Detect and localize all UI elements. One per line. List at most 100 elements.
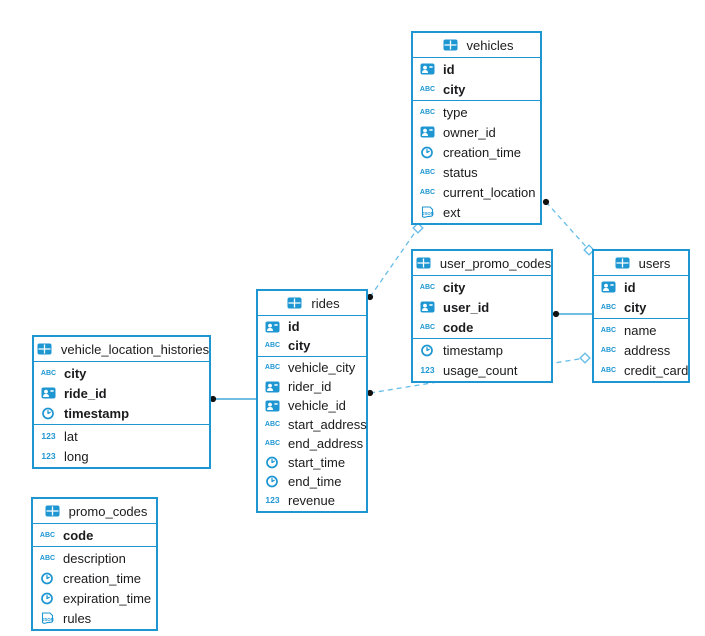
text-type-icon: ABC	[600, 326, 617, 334]
column-start_address[interactable]: ABC start_address	[258, 415, 367, 434]
text-type-icon: ABC	[419, 168, 436, 176]
timestamp-type-icon	[38, 407, 59, 420]
table-promo-codes[interactable]: promo_codes ABC code ABC description cre…	[31, 497, 158, 631]
column-credit_card[interactable]: ABC credit_card	[594, 360, 688, 380]
column-id[interactable]: id	[413, 59, 540, 79]
primary-key-section: ABC city ride_id timestamp	[34, 362, 209, 424]
column-code[interactable]: ABC code	[413, 317, 551, 337]
table-icon	[284, 297, 305, 309]
uuid-type-icon	[417, 126, 438, 138]
json-type-icon	[417, 206, 438, 219]
text-type-icon: ABC	[600, 346, 617, 354]
uuid-type-icon	[262, 321, 283, 333]
column-end_time[interactable]: end_time	[258, 472, 366, 491]
text-type-icon: ABC	[264, 440, 281, 447]
column-vehicle_city[interactable]: ABC vehicle_city	[258, 358, 366, 377]
timestamp-type-icon	[417, 146, 438, 159]
timestamp-type-icon	[262, 475, 283, 488]
column-city[interactable]: ABC city	[594, 297, 688, 317]
column-rider_id[interactable]: rider_id	[258, 377, 366, 396]
column-lat[interactable]: 123 lat	[34, 426, 209, 446]
number-type-icon: 123	[41, 430, 56, 441]
column-usage_count[interactable]: 123 usage_count	[413, 360, 551, 380]
column-description[interactable]: ABC description	[33, 548, 156, 568]
table-name: users	[638, 255, 671, 271]
table-header[interactable]: promo_codes	[33, 499, 156, 524]
table-header[interactable]: vehicle_location_histories	[34, 337, 209, 362]
relation-endpoint-dot	[552, 310, 560, 318]
text-type-icon: ABC	[39, 554, 56, 562]
uuid-type-icon	[417, 63, 438, 75]
table-icon	[34, 343, 55, 355]
column-timestamp[interactable]: timestamp	[34, 403, 209, 423]
primary-key-section: id ABC city	[413, 58, 540, 100]
text-type-icon: ABC	[419, 188, 436, 196]
uuid-type-icon	[38, 387, 59, 399]
column-owner_id[interactable]: owner_id	[413, 122, 540, 142]
primary-key-section: ABC city user_id ABC code	[413, 276, 551, 338]
column-start_time[interactable]: start_time	[258, 453, 366, 472]
json-type-icon	[37, 612, 58, 625]
column-address[interactable]: ABC address	[594, 340, 688, 360]
column-city[interactable]: ABC city	[34, 363, 209, 383]
table-vehicle-location-histories[interactable]: vehicle_location_histories ABC city ride…	[32, 335, 211, 469]
fields-section: ABC name ABC address ABC credit_card	[594, 318, 688, 381]
column-city[interactable]: ABC city	[413, 277, 551, 297]
primary-key-section: ABC code	[33, 524, 156, 546]
column-name[interactable]: ABC name	[594, 320, 688, 340]
column-ride_id[interactable]: ride_id	[34, 383, 209, 403]
relation-endpoint-dot	[542, 198, 550, 206]
column-timestamp[interactable]: timestamp	[413, 340, 551, 360]
number-type-icon: 123	[41, 450, 56, 461]
primary-key-section: id ABC city	[258, 316, 366, 356]
column-creation_time[interactable]: creation_time	[413, 142, 540, 162]
column-id[interactable]: id	[258, 317, 366, 336]
table-vehicles[interactable]: vehicles id ABC city ABC type owner_id	[411, 31, 542, 225]
column-vehicle_id[interactable]: vehicle_id	[258, 396, 366, 415]
column-id[interactable]: id	[594, 277, 688, 297]
table-header[interactable]: vehicles	[413, 33, 540, 58]
table-header[interactable]: users	[594, 251, 688, 276]
table-user-promo-codes[interactable]: user_promo_codes ABC city user_id ABC co…	[411, 249, 553, 383]
table-name: vehicle_location_histories	[60, 341, 210, 357]
timestamp-type-icon	[417, 344, 438, 357]
relation-vehicles-users[interactable]	[545, 201, 590, 251]
table-header[interactable]: rides	[258, 291, 366, 316]
table-icon	[413, 257, 434, 269]
relation-endpoint-diamond	[579, 352, 591, 364]
text-type-icon: ABC	[39, 531, 56, 539]
relation-endpoint-dot	[366, 389, 374, 397]
primary-key-section: id ABC city	[594, 276, 688, 318]
timestamp-type-icon	[37, 592, 58, 605]
column-status[interactable]: ABC status	[413, 162, 540, 182]
table-name: promo_codes	[68, 503, 148, 519]
fields-section: 123 lat 123 long	[34, 424, 209, 467]
text-type-icon: ABC	[600, 366, 617, 374]
column-expiration_time[interactable]: expiration_time	[33, 588, 156, 608]
text-type-icon: ABC	[600, 303, 617, 311]
text-type-icon: ABC	[264, 364, 281, 371]
table-header[interactable]: user_promo_codes	[413, 251, 551, 276]
column-ext[interactable]: ext	[413, 202, 540, 222]
column-code[interactable]: ABC code	[33, 525, 156, 545]
column-revenue[interactable]: 123 revenue	[258, 491, 366, 510]
table-users[interactable]: users id ABC city ABC name ABC address A…	[592, 249, 690, 383]
column-user_id[interactable]: user_id	[413, 297, 551, 317]
column-current_location[interactable]: ABC current_location	[413, 182, 540, 202]
column-type[interactable]: ABC type	[413, 102, 540, 122]
column-rules[interactable]: rules	[33, 608, 156, 628]
column-city[interactable]: ABC city	[258, 336, 366, 355]
column-city[interactable]: ABC city	[413, 79, 540, 99]
relation-endpoint-diamond	[412, 222, 424, 234]
uuid-type-icon	[262, 400, 283, 412]
uuid-type-icon	[417, 301, 438, 313]
table-name: vehicles	[466, 37, 514, 53]
uuid-type-icon	[262, 381, 283, 393]
text-type-icon: ABC	[419, 85, 436, 93]
column-long[interactable]: 123 long	[34, 446, 209, 466]
timestamp-type-icon	[262, 456, 283, 469]
column-end_address[interactable]: ABC end_address	[258, 434, 366, 453]
table-rides[interactable]: rides id ABC city ABC vehicle_city rider…	[256, 289, 368, 513]
column-creation_time[interactable]: creation_time	[33, 568, 156, 588]
